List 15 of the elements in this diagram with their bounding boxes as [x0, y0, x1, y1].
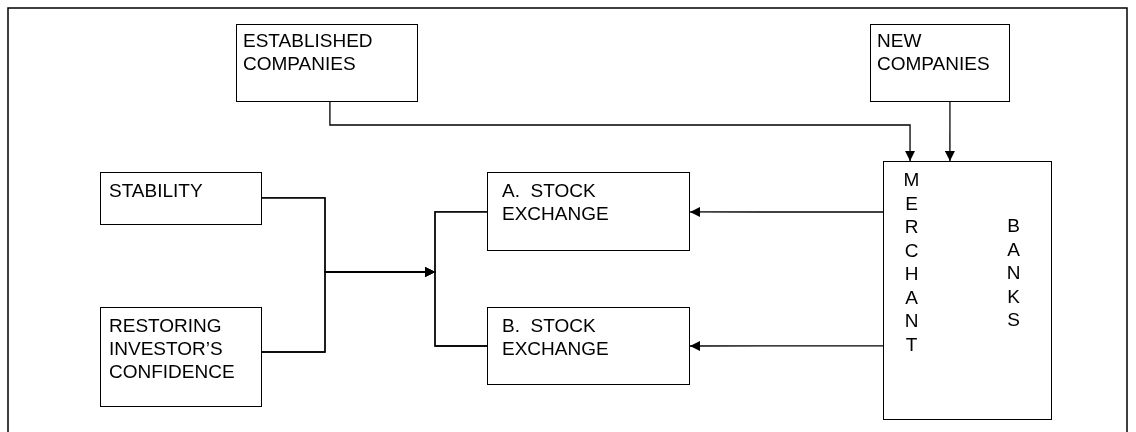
- box-label: B. STOCK EXCHANGE: [502, 314, 610, 360]
- box-label: STABILITY: [109, 179, 204, 202]
- process-box: [100, 172, 262, 225]
- vertical-label: MERCHANT: [902, 168, 921, 356]
- box-label: ESTABLISHED COMPANIES: [243, 29, 374, 75]
- process-box: [870, 24, 1010, 102]
- box-label: RESTORING INVESTOR’S CONFIDENCE: [109, 314, 236, 383]
- process-box: [487, 307, 690, 385]
- process-box: [236, 24, 418, 102]
- box-label: NEW COMPANIES: [877, 29, 991, 75]
- process-box: [487, 172, 690, 251]
- tall-box: [883, 161, 1052, 420]
- vertical-label: BANKS: [1005, 214, 1022, 332]
- process-box: [100, 307, 262, 407]
- box-label: A. STOCK EXCHANGE: [502, 179, 610, 225]
